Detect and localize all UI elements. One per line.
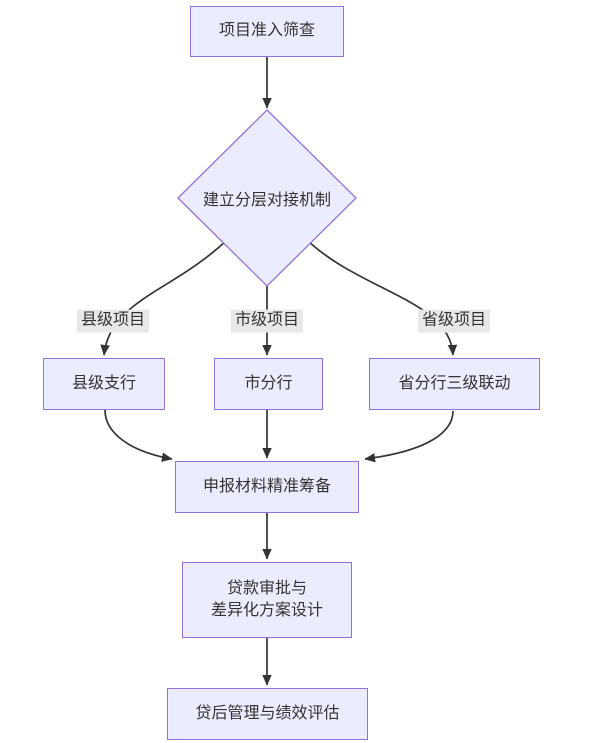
node-decision-label: 建立分层对接机制 (202, 192, 331, 209)
node-materials-preparation: 申报材料精准筹备 (175, 461, 359, 513)
edge-province-to-materials (364, 410, 454, 463)
edge-county-to-materials (104, 409, 173, 462)
node-county-branch: 县级支行 (43, 358, 165, 410)
node-city-branch: 市分行 (214, 358, 323, 410)
decision-diamond-shape (177, 109, 357, 287)
edge-label-city-project: 市级项目 (230, 309, 304, 333)
edge-label-county-project: 县级项目 (76, 309, 150, 333)
edge-decision-to-province (306, 239, 458, 356)
edge-decision-to-county (100, 239, 228, 356)
edge-label-province-project: 省级项目 (417, 309, 491, 333)
node-postloan-management: 贷后管理与绩效评估 (167, 688, 368, 740)
node-provincial-branch: 省分行三级联动 (369, 358, 540, 410)
node-project-screening: 项目准入筛查 (190, 6, 344, 57)
node-loan-approval-design: 贷款审批与 差异化方案设计 (182, 562, 352, 638)
